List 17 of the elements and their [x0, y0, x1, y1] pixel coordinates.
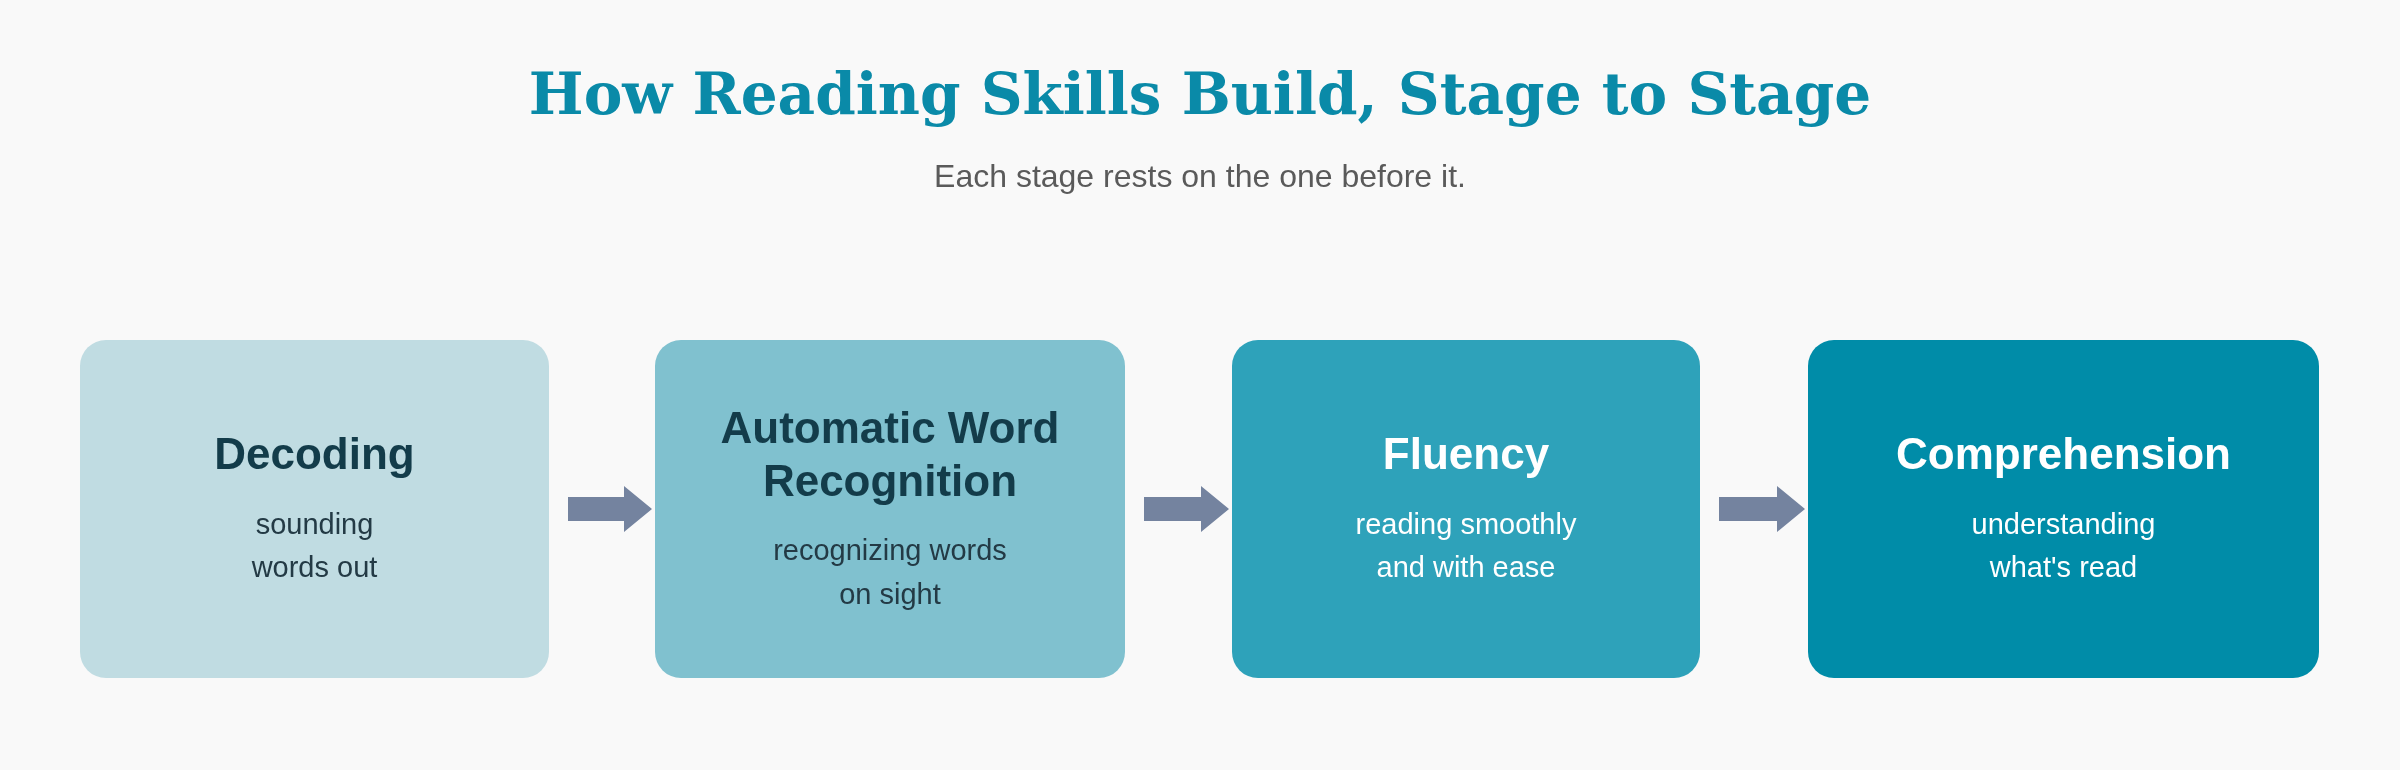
- stage-heading: Comprehension: [1896, 428, 2231, 481]
- stage-description: sounding words out: [250, 506, 379, 586]
- stage-box: [80, 340, 549, 678]
- block-arrow: [568, 486, 652, 532]
- stage-box: [1232, 340, 1700, 678]
- block-arrow: [1719, 486, 1805, 532]
- stage-description: understanding what's read: [1970, 506, 2157, 586]
- stage-description: reading smoothly and with ease: [1354, 506, 1578, 586]
- block-arrow: [1144, 486, 1229, 532]
- subtitle: Each stage rests on the one before it.: [934, 157, 1466, 196]
- stage-box: [1808, 340, 2319, 678]
- stage-heading: Automatic Word Recognition: [719, 401, 1061, 507]
- stage-box: [655, 340, 1125, 678]
- title: How Reading Skills Build, Stage to Stage: [528, 59, 1872, 130]
- stage-heading: Fluency: [1382, 428, 1550, 481]
- stage-description: recognizing words on sight: [772, 533, 1008, 612]
- stage-heading: Decoding: [214, 428, 415, 481]
